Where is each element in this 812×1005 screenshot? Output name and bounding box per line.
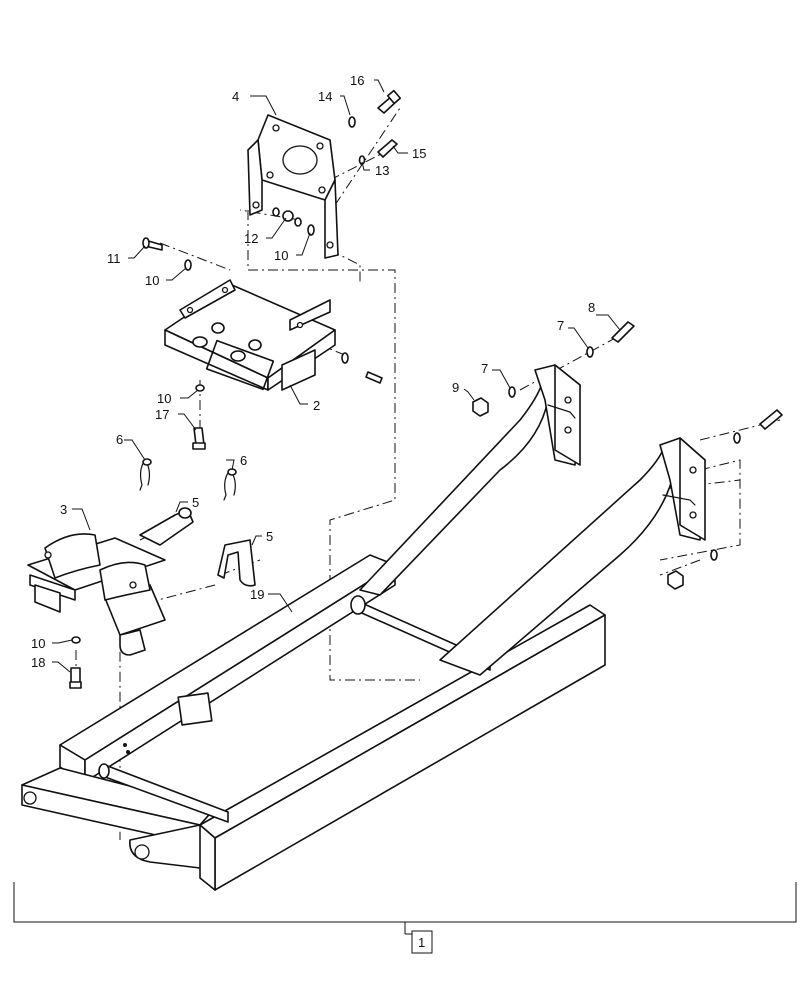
callout-13: 13	[375, 163, 389, 178]
callout-15: 15	[412, 146, 426, 161]
bolt-15	[377, 139, 398, 158]
callout-7b: 7	[481, 361, 488, 376]
callout-19: 19	[250, 587, 264, 602]
main-frame-19	[21, 364, 706, 891]
pin-5-straight	[139, 507, 194, 546]
bolt-mid	[341, 352, 383, 384]
callout-7a: 7	[557, 318, 564, 333]
bolt-right	[667, 409, 783, 590]
callout-10a: 10	[274, 248, 288, 263]
callout-16: 16	[350, 73, 364, 88]
washer-10-mid	[195, 384, 205, 392]
bolt-18	[69, 667, 82, 689]
callout-12: 12	[244, 231, 258, 246]
callout-6b: 6	[240, 453, 247, 468]
callout-14: 14	[318, 89, 332, 104]
callout-8: 8	[588, 300, 595, 315]
bolt-8	[611, 321, 635, 343]
bolt-11	[142, 237, 163, 251]
callout-labels: 4 16 14 15 13 12 10 11 10 8 7 7 9 2 10 1…	[31, 73, 595, 670]
callout-leaders	[52, 79, 621, 673]
assembly-bracket: 1	[13, 882, 797, 954]
callout-5b: 5	[266, 529, 273, 544]
bolt-17	[192, 427, 206, 450]
clip-6-right	[223, 468, 237, 501]
callout-5a: 5	[192, 495, 199, 510]
clip-6-left	[139, 458, 152, 491]
pin-5-bent	[217, 539, 256, 587]
hitch-3	[27, 533, 166, 656]
callout-10b: 10	[145, 273, 159, 288]
callout-3: 3	[60, 502, 67, 517]
mount-plate-4	[247, 114, 339, 259]
callout-10c: 10	[157, 391, 171, 406]
washer-14	[348, 116, 356, 128]
callout-9: 9	[452, 380, 459, 395]
washer-10-lower	[71, 636, 81, 644]
callout-18: 18	[31, 655, 45, 670]
washer-7a	[586, 346, 594, 358]
callout-4: 4	[232, 89, 239, 104]
callout-6a: 6	[116, 432, 123, 447]
callout-17: 17	[155, 407, 169, 422]
callout-10d: 10	[31, 636, 45, 651]
bracket-2	[164, 279, 336, 391]
assembly-number: 1	[418, 935, 425, 950]
nut-9	[472, 397, 489, 417]
nut-12	[272, 207, 302, 227]
washer-10-upper	[307, 224, 315, 236]
callout-11: 11	[107, 251, 121, 266]
assembly-number-box	[411, 930, 433, 954]
washer-7b	[508, 386, 516, 398]
bolt-16	[377, 89, 402, 114]
washer-10-left	[184, 259, 192, 271]
callout-2: 2	[313, 398, 320, 413]
